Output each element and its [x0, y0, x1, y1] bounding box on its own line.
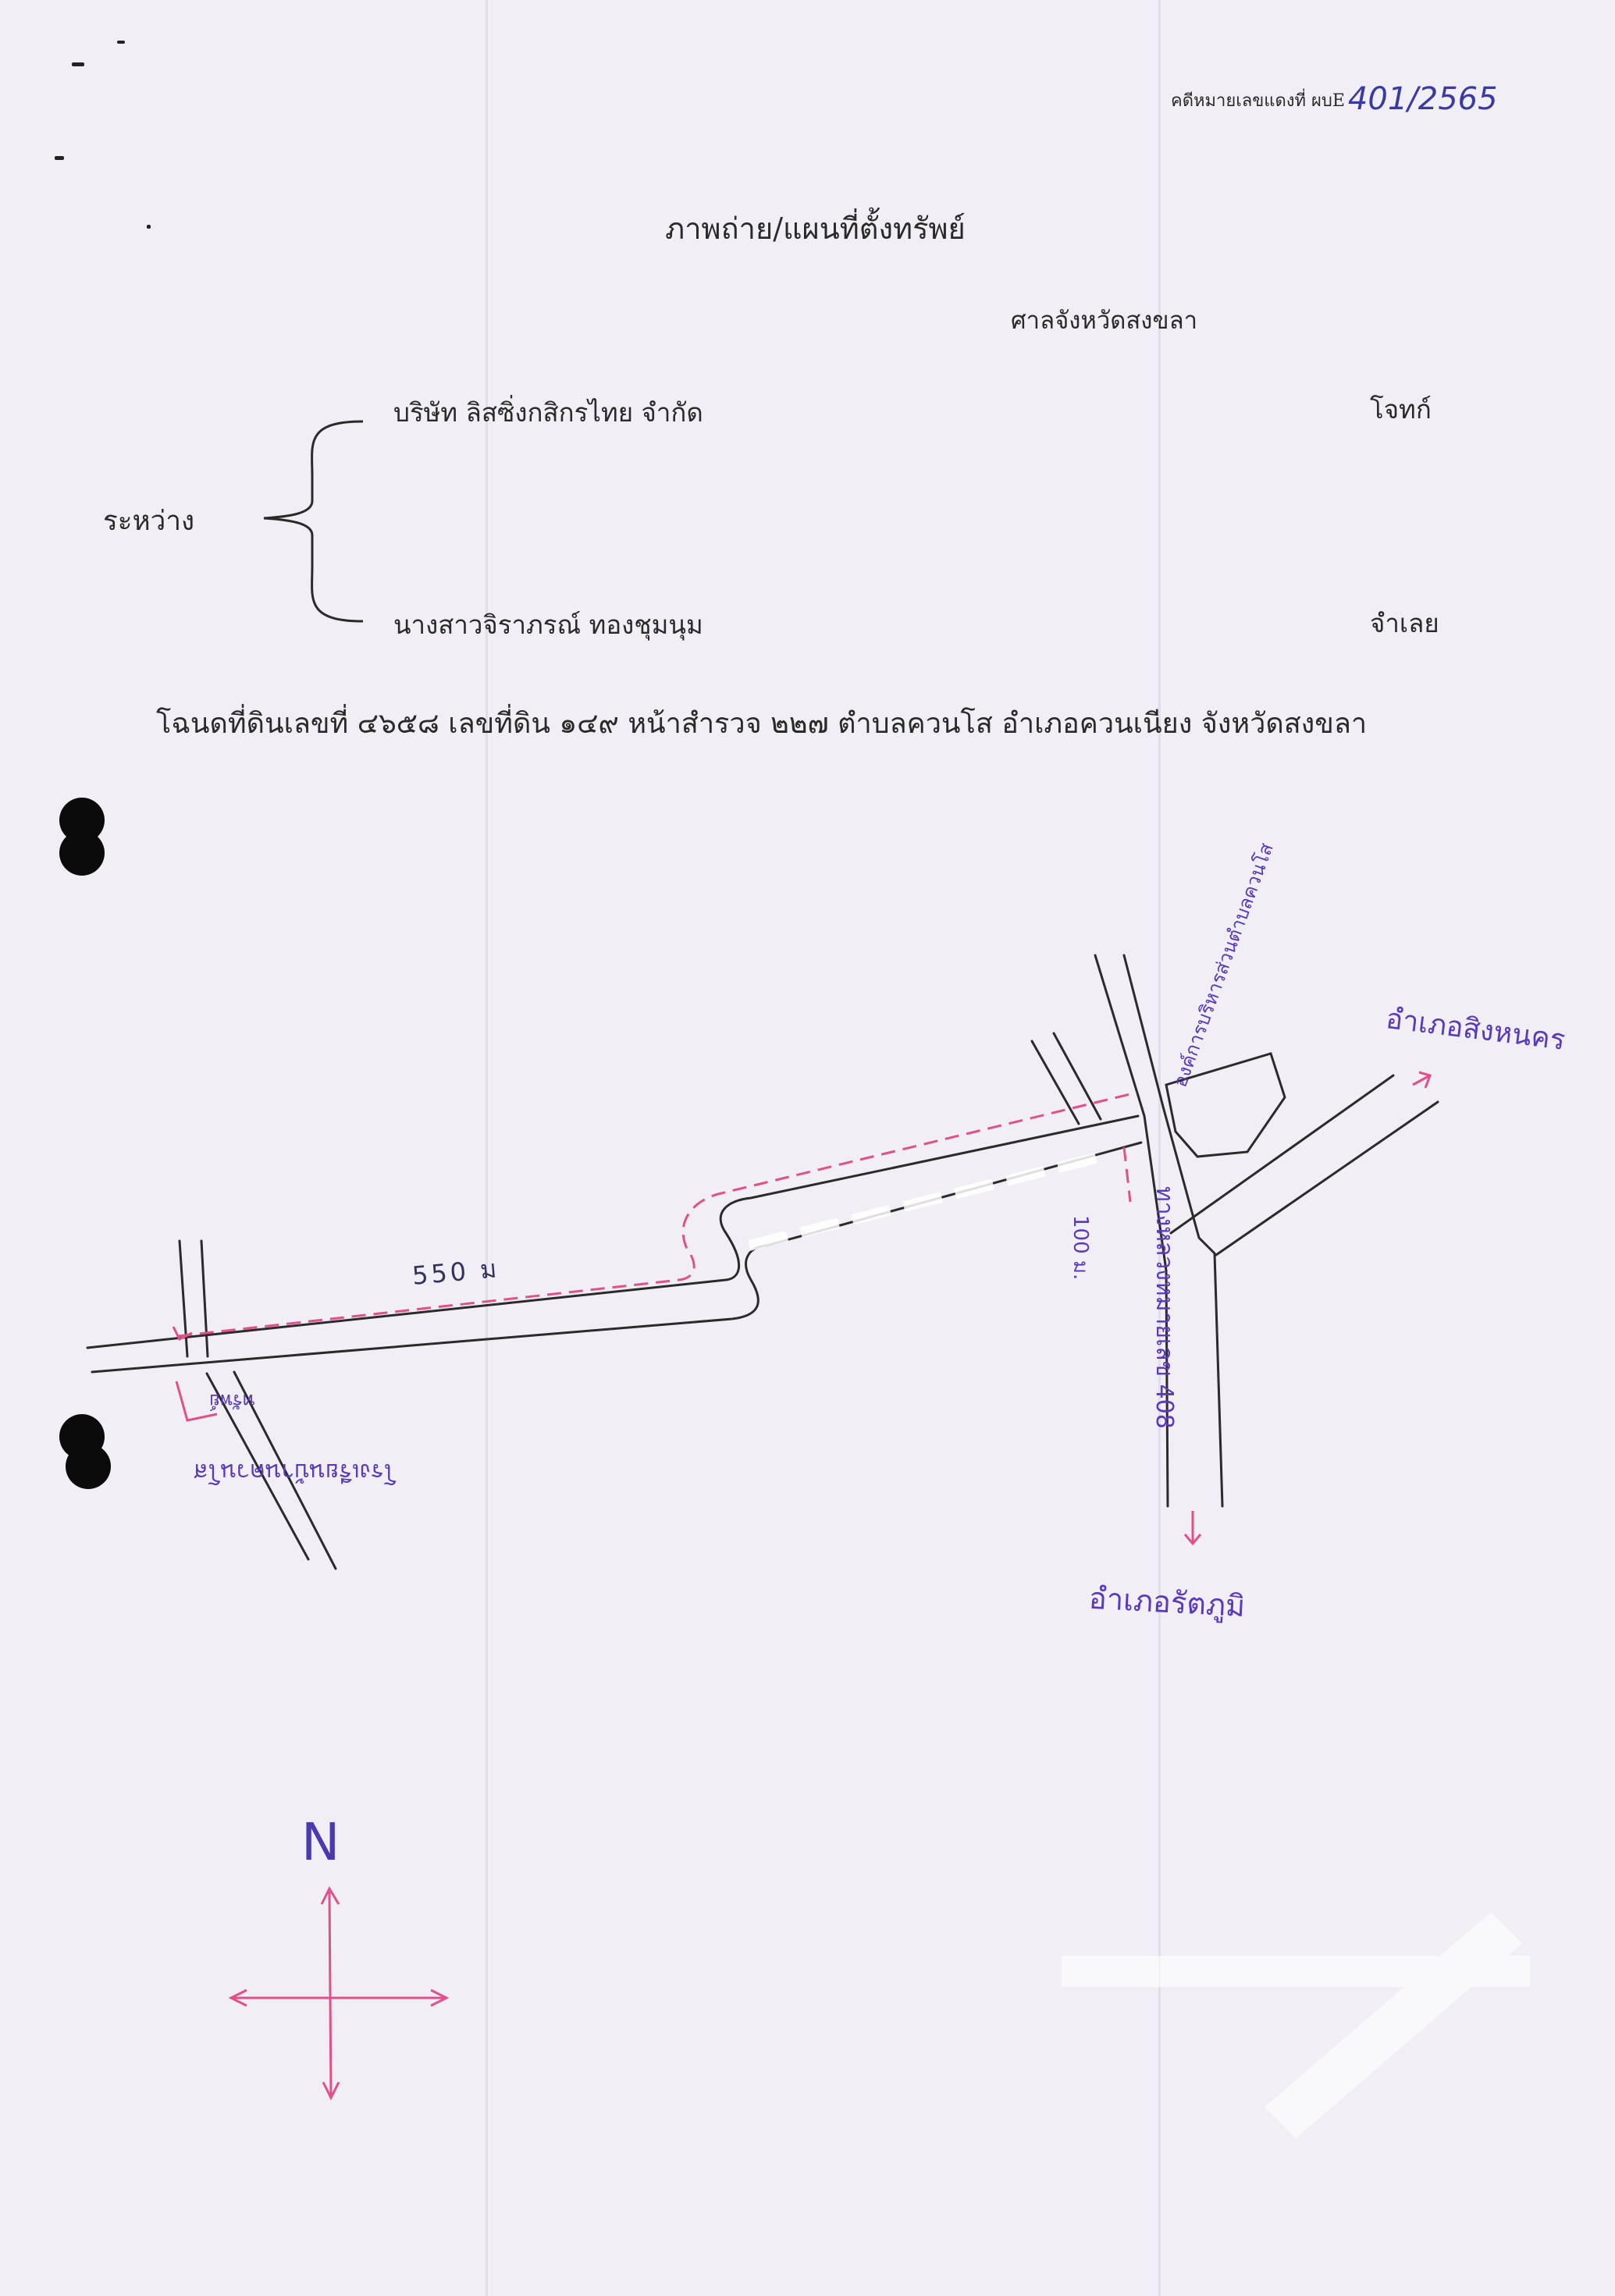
spur-road-edge — [1030, 1040, 1080, 1125]
property-marker — [175, 1381, 218, 1422]
spur-road-edge — [1052, 1032, 1102, 1121]
direction-label-south: อำเภอรัตภูมิ — [1087, 1580, 1247, 1624]
erased-strip — [748, 1150, 1110, 1251]
paper-fold — [1158, 0, 1161, 2296]
tape-mark — [1062, 1956, 1530, 1987]
page-title: ภาพถ่าย/แผนที่ตั้งทรัพย์ — [665, 211, 966, 246]
brace-icon — [263, 420, 364, 623]
scan-speck — [55, 156, 64, 160]
side-road-north-edge — [200, 1239, 209, 1358]
punch-hole — [59, 830, 105, 876]
road-edge-north — [86, 1114, 1140, 1349]
case-number-label: คดีหมายเลขแดงที่ ผบE — [1171, 91, 1345, 111]
punch-hole — [66, 1444, 111, 1489]
tape-mark — [1265, 1912, 1522, 2138]
side-road-south-edge — [205, 1372, 310, 1561]
highway-edge-west — [1094, 954, 1169, 1508]
compass-ns-line — [328, 1891, 333, 2099]
school-label: โรงเรียนบ้านควนโส — [194, 1458, 397, 1485]
south-compass-arrow-icon — [322, 2081, 340, 2101]
scan-speck — [117, 41, 125, 44]
distance-label: 550 ม — [411, 1253, 501, 1291]
case-number-handwritten: 401/2565 — [1347, 81, 1498, 117]
road-edge-south — [91, 1141, 1143, 1374]
south-arrow-icon — [1183, 1511, 1202, 1546]
route-dashed-line — [177, 1091, 1137, 1338]
plaintiff-role: โจทก์ — [1370, 394, 1432, 425]
defendant-role: จำเลย — [1370, 608, 1439, 638]
route-dashed-line — [1122, 1146, 1132, 1203]
scan-speck — [147, 225, 151, 229]
office-plot — [1165, 1052, 1286, 1158]
east-compass-arrow-icon — [430, 1989, 450, 2007]
east-road-edge — [1169, 1074, 1395, 1235]
north-arrow-icon — [320, 1885, 340, 1905]
court-name: ศาลจังหวัดสงขลา — [1011, 307, 1198, 335]
between-label: ระหว่าง — [103, 506, 195, 537]
scan-speck — [72, 62, 84, 66]
route-arrow-icon — [172, 1326, 193, 1342]
west-compass-arrow-icon — [228, 1989, 247, 2007]
east-road-edge — [1215, 1100, 1439, 1256]
paper-fold — [486, 0, 488, 2296]
highway-label: ทางหลวงหมายเลข 408 — [1151, 1186, 1178, 1429]
highway-edge-east — [1122, 954, 1224, 1508]
property-label: ทรัพย์ — [209, 1390, 255, 1412]
defendant-name: นางสาวจิราภรณ์ ทองชุมนุม — [393, 610, 703, 640]
junction-distance-label: 100 ม. — [1069, 1215, 1092, 1281]
compass-north-label: N — [301, 1812, 340, 1872]
side-road-south-edge — [233, 1370, 337, 1570]
plaintiff-name: บริษัท ลิสซิ่งกสิกรไทย จำกัด — [393, 397, 703, 428]
east-arrow-icon — [1412, 1071, 1432, 1089]
title-deed-line: โฉนดที่ดินเลขที่ ๔๖๕๘ เลขที่ดิน ๑๔๙ หน้า… — [156, 708, 1368, 740]
